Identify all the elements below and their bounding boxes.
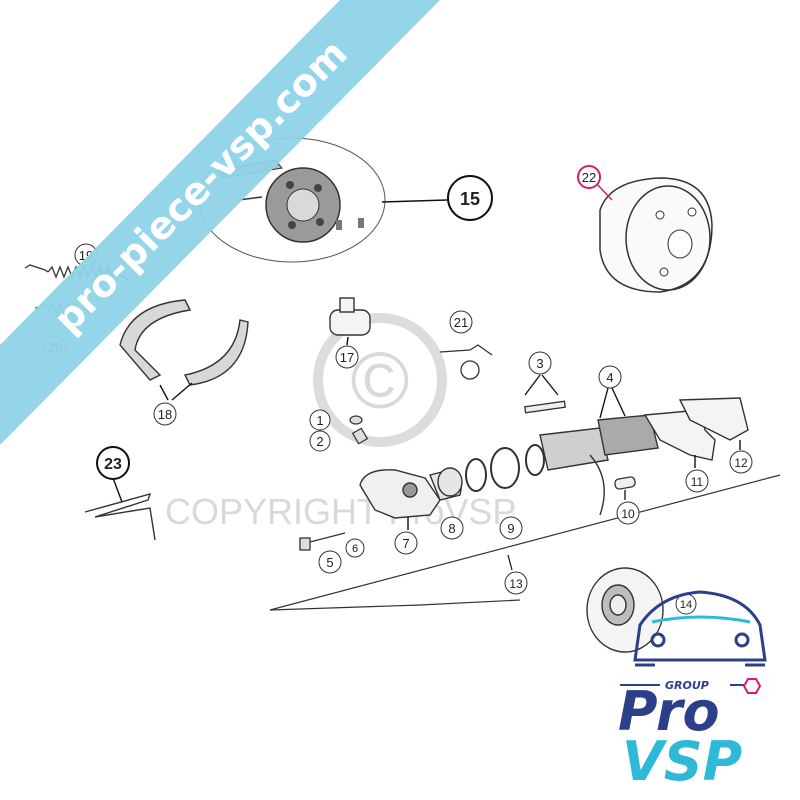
piston-seals <box>465 444 545 492</box>
callout-5: 5 <box>318 550 342 574</box>
logo-pro-text: Pro <box>618 680 720 743</box>
svg-text:3: 3 <box>536 356 543 371</box>
callout-6: 6 <box>345 538 365 558</box>
copyright-text: COPYRIGHT ProVSP <box>165 491 516 532</box>
svg-text:1: 1 <box>316 413 323 428</box>
callout-12: 12 <box>729 450 753 474</box>
brake-shoes <box>119 299 249 401</box>
guide-sleeve <box>614 476 636 500</box>
callout-3: 3 <box>528 351 552 375</box>
callout-2: 2 <box>309 430 331 452</box>
car-outline-icon <box>633 590 767 667</box>
svg-text:12: 12 <box>734 456 748 470</box>
svg-text:11: 11 <box>691 475 704 489</box>
svg-text:6: 6 <box>352 543 358 555</box>
svg-text:13: 13 <box>509 577 523 591</box>
callout-14: 14 <box>675 593 697 615</box>
anti-rattle-spring <box>84 477 156 541</box>
copyright-symbol: © <box>351 336 410 425</box>
callout-21: 21 <box>449 310 473 334</box>
svg-text:8: 8 <box>448 521 455 536</box>
callout-4: 4 <box>598 365 622 389</box>
wheel-cylinder <box>329 297 371 346</box>
caliper-brackets <box>643 397 749 468</box>
svg-text:18: 18 <box>158 407 172 422</box>
svg-text:10: 10 <box>621 507 635 521</box>
callout-18: 18 <box>153 402 177 426</box>
svg-text:14: 14 <box>680 599 692 611</box>
callout-11: 11 <box>685 469 709 493</box>
brake-pads <box>539 387 659 516</box>
svg-text:21: 21 <box>454 315 468 330</box>
copyright-watermark: © COPYRIGHT ProVSP <box>165 313 516 532</box>
brake-drum <box>595 177 713 293</box>
svg-text:22: 22 <box>582 170 596 185</box>
retaining-spring <box>439 344 493 380</box>
provsp-logo: GROUP Pro VSP <box>618 590 767 793</box>
svg-text:7: 7 <box>402 536 409 551</box>
callout-15: 15 <box>447 175 493 221</box>
callout-22: 22 <box>577 165 601 189</box>
caliper-piston <box>429 467 463 501</box>
callout-7: 7 <box>394 531 418 555</box>
brake-disc <box>586 567 664 653</box>
svg-text:2: 2 <box>316 434 323 449</box>
logo-vsp-text: VSP <box>622 730 742 793</box>
callout-13: 13 <box>504 571 528 595</box>
callout-8: 8 <box>440 516 464 540</box>
bleed-screws <box>349 415 369 445</box>
callout-23: 23 <box>96 446 130 480</box>
callout-9: 9 <box>499 516 523 540</box>
caliper-bolt <box>299 532 346 551</box>
svg-text:5: 5 <box>326 555 333 570</box>
callout-1: 1 <box>309 409 331 431</box>
svg-text:23: 23 <box>104 456 122 473</box>
callout-17: 17 <box>335 345 359 369</box>
caliper-body <box>359 469 441 530</box>
svg-text:9: 9 <box>507 521 514 536</box>
svg-text:17: 17 <box>340 350 354 365</box>
callout-10: 10 <box>616 501 640 525</box>
svg-text:4: 4 <box>606 370 613 385</box>
logo-group-text: GROUP <box>665 679 709 692</box>
svg-text:15: 15 <box>460 189 480 209</box>
assembly-baseline <box>269 474 781 611</box>
guide-pins <box>524 374 566 414</box>
